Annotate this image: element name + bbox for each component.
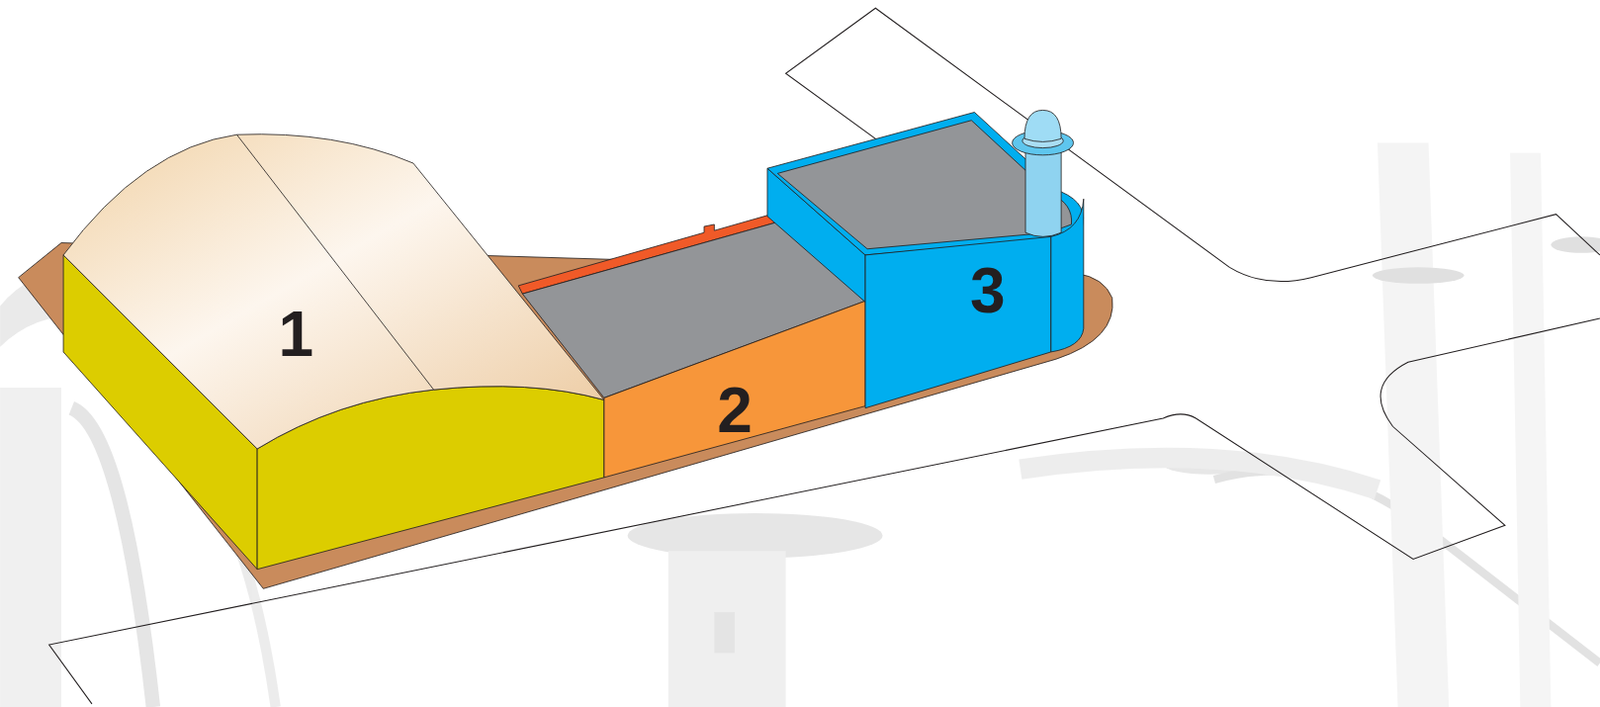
building-1 xyxy=(63,134,605,570)
building-3 xyxy=(767,111,1084,408)
callout-number: 2 xyxy=(716,378,753,443)
light-tower xyxy=(1012,109,1074,237)
street-outline xyxy=(49,7,1600,705)
callout-number: 3 xyxy=(970,259,1006,323)
callout-number: 1 xyxy=(277,302,314,366)
